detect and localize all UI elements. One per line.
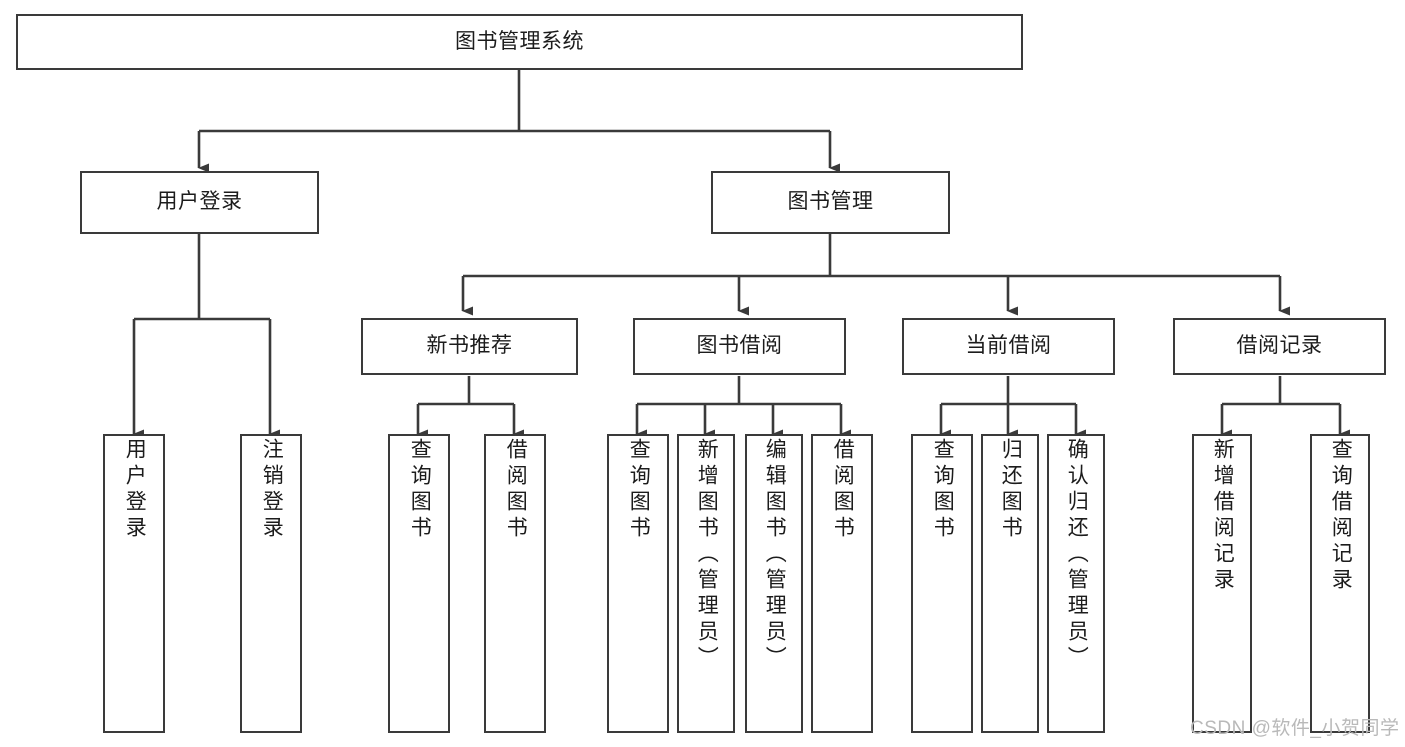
node-leaf-user-login-label: 用户登录: [123, 438, 147, 542]
node-leaf-cb-confirm-return-label: 确认归还（管理员）: [1065, 438, 1089, 672]
node-book-borrow-label: 图书借阅: [696, 334, 783, 358]
node-user-login[interactable]: 用户登录: [80, 171, 319, 234]
node-leaf-nb-borrow-book[interactable]: 借阅图书: [484, 434, 546, 733]
node-leaf-user-login[interactable]: 用户登录: [103, 434, 165, 733]
node-book-management-label: 图书管理: [787, 190, 874, 214]
node-leaf-bb-query-book[interactable]: 查询图书: [607, 434, 669, 733]
node-leaf-bb-query-book-label: 查询图书: [627, 438, 651, 542]
node-leaf-cb-query-book[interactable]: 查询图书: [911, 434, 973, 733]
node-leaf-br-query-record[interactable]: 查询借阅记录: [1310, 434, 1370, 733]
node-leaf-br-add-record[interactable]: 新增借阅记录: [1192, 434, 1252, 733]
node-leaf-cb-return-book-label: 归还图书: [999, 438, 1023, 542]
node-leaf-br-query-record-label: 查询借阅记录: [1329, 438, 1353, 594]
node-leaf-nb-query-book-label: 查询图书: [408, 438, 432, 542]
node-leaf-br-add-record-label: 新增借阅记录: [1211, 438, 1235, 594]
node-leaf-bb-borrow-book-label: 借阅图书: [831, 438, 855, 542]
node-leaf-bb-edit-book-label: 编辑图书（管理员）: [763, 438, 787, 672]
node-new-book-recommend[interactable]: 新书推荐: [361, 318, 578, 375]
node-new-book-recommend-label: 新书推荐: [426, 334, 513, 358]
node-borrow-record-label: 借阅记录: [1236, 334, 1323, 358]
node-leaf-cb-confirm-return[interactable]: 确认归还（管理员）: [1047, 434, 1105, 733]
node-user-login-label: 用户登录: [156, 190, 243, 214]
node-root[interactable]: 图书管理系统: [16, 14, 1023, 70]
node-leaf-nb-borrow-book-label: 借阅图书: [504, 438, 528, 542]
node-current-borrow-label: 当前借阅: [965, 334, 1052, 358]
node-book-borrow[interactable]: 图书借阅: [633, 318, 846, 375]
node-leaf-nb-query-book[interactable]: 查询图书: [388, 434, 450, 733]
node-leaf-logout[interactable]: 注销登录: [240, 434, 302, 733]
node-borrow-record[interactable]: 借阅记录: [1173, 318, 1386, 375]
csdn-watermark: CSDN @软件_小贺同学: [1190, 718, 1400, 739]
node-leaf-cb-return-book[interactable]: 归还图书: [981, 434, 1039, 733]
node-leaf-bb-borrow-book[interactable]: 借阅图书: [811, 434, 873, 733]
node-leaf-logout-label: 注销登录: [260, 438, 284, 542]
node-leaf-cb-query-book-label: 查询图书: [931, 438, 955, 542]
node-current-borrow[interactable]: 当前借阅: [902, 318, 1115, 375]
node-leaf-bb-edit-book[interactable]: 编辑图书（管理员）: [745, 434, 803, 733]
node-root-label: 图书管理系统: [455, 29, 584, 53]
node-book-management[interactable]: 图书管理: [711, 171, 950, 234]
node-leaf-bb-add-book[interactable]: 新增图书（管理员）: [677, 434, 735, 733]
node-leaf-bb-add-book-label: 新增图书（管理员）: [695, 438, 719, 672]
